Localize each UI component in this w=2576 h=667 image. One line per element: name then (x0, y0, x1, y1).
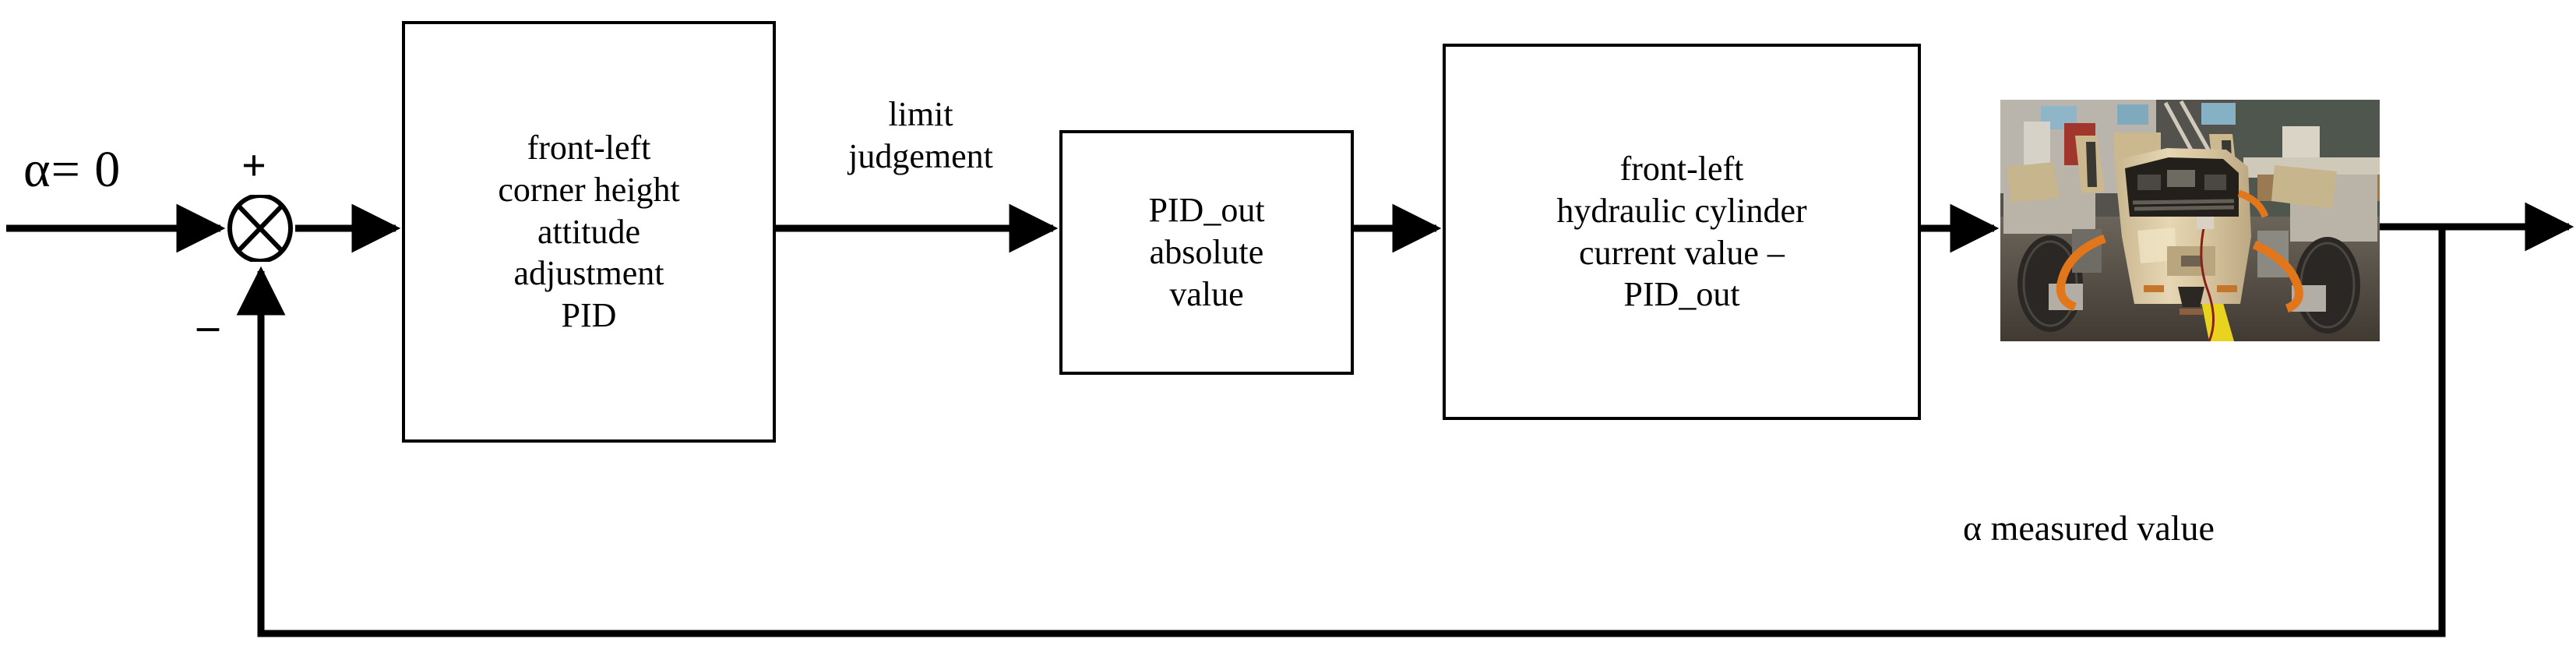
vehicle-chassis-photo (2000, 100, 2380, 341)
photo-engine-component-1 (2137, 175, 2161, 190)
photo-engine-hoses (2132, 199, 2235, 211)
photo-sensor-cable (2200, 224, 2215, 341)
photo-orange-cable-right (2252, 240, 2303, 313)
wire-feedback-path (236, 227, 2446, 637)
photo-hitch-slot (2181, 256, 2201, 266)
photo-marker-light-left (2144, 285, 2164, 292)
block-pid-label: front-left corner height attitude adjust… (498, 129, 680, 334)
summing-junction (227, 193, 294, 263)
photo-cylinder-left (2086, 142, 2097, 187)
photo-arm-outer-left (2007, 162, 2060, 203)
block-front-left-hydraulic-cylinder[interactable]: front-left hydraulic cylinder current va… (1443, 44, 1921, 420)
photo-window-2 (2117, 104, 2148, 125)
summing-junction-cross-2 (236, 203, 284, 253)
limit-judgement-label: limit judgement (848, 95, 993, 175)
setpoint-label: α= 0 (23, 141, 122, 198)
photo-body-highlight (2137, 228, 2176, 263)
photo-orange-cable-left (2056, 234, 2107, 312)
feedback-signal-label: α measured value (1963, 508, 2215, 548)
block-pid-out-absolute-value[interactable]: PID_out absolute value (1059, 130, 1354, 375)
photo-sensor-box (2197, 217, 2214, 229)
block-abs-label: PID_out absolute value (1148, 191, 1265, 313)
photo-arm-outer-right (2271, 165, 2337, 209)
photo-engine-component-3 (2204, 175, 2226, 190)
photo-plate (2180, 309, 2203, 315)
photo-window-3 (2201, 103, 2236, 125)
photo-engine-component-2 (2167, 170, 2195, 187)
summing-junction-plus-sign: + (241, 142, 266, 190)
photo-ladder (2163, 100, 2211, 156)
photo-panel-right (2282, 126, 2320, 162)
block-cylinder-label: front-left hydraulic cylinder current va… (1556, 150, 1807, 314)
photo-tow-hook (2178, 287, 2204, 307)
summing-junction-minus-sign: – (197, 302, 219, 350)
photo-orange-cable-upper-right (2237, 189, 2269, 218)
photo-marker-light-right (2217, 285, 2237, 292)
block-front-left-corner-height-pid[interactable]: front-left corner height attitude adjust… (402, 21, 776, 443)
